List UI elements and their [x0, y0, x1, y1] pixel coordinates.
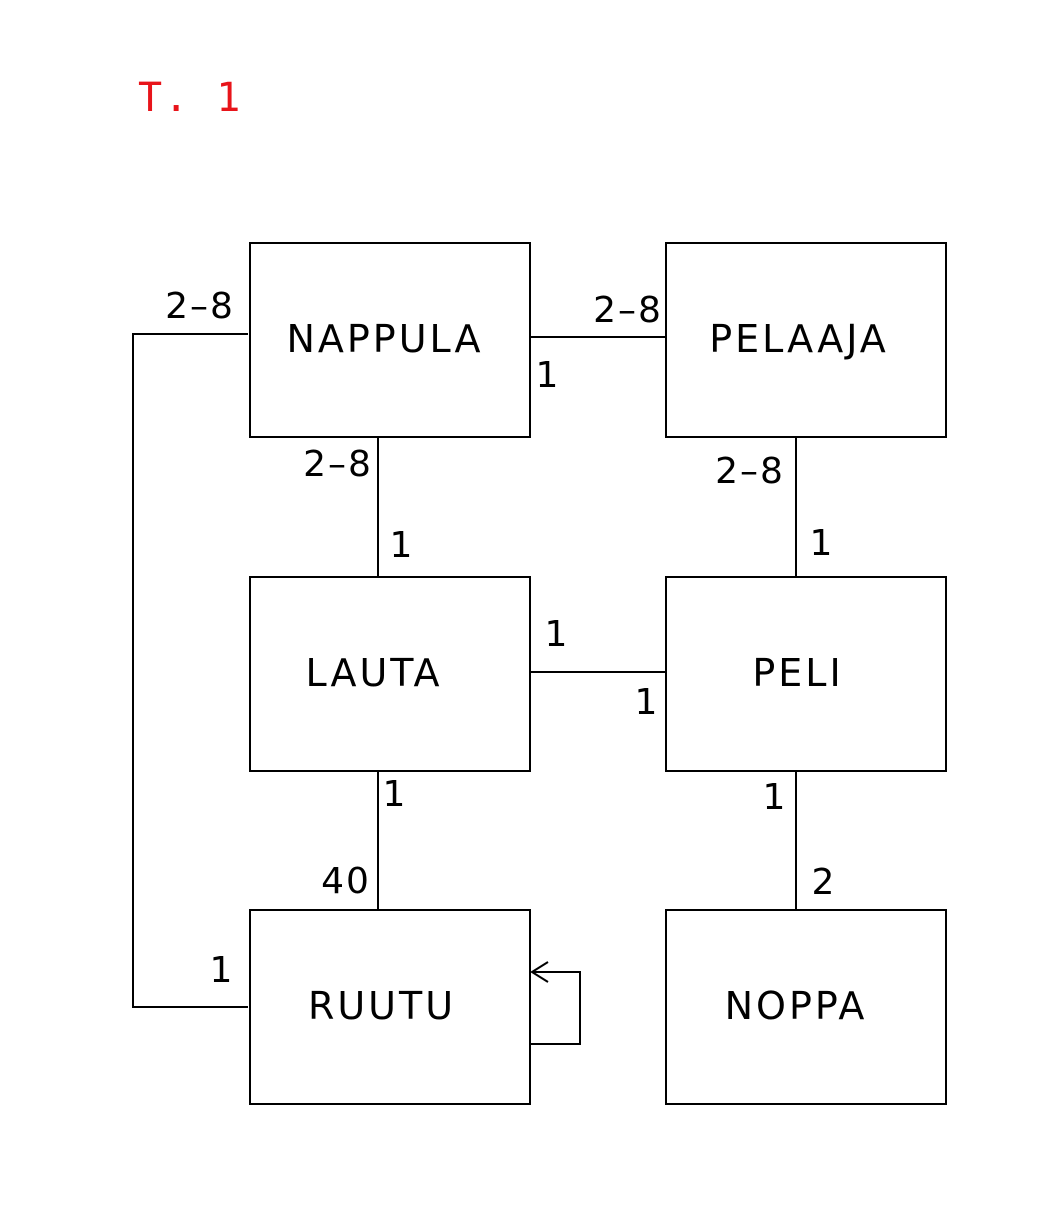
- mult-nappula-ruutu-near-nappula: 2–8: [165, 286, 235, 327]
- box-peli: PELI: [665, 576, 947, 772]
- box-ruutu: RUUTU: [249, 909, 531, 1105]
- box-pelaaja: PELAAJA: [665, 242, 947, 438]
- mult-nappula-lauta-near-lauta: 1: [390, 525, 415, 566]
- mult-pelaaja-peli-near-peli: 1: [810, 523, 835, 564]
- mult-nappula-pelaaja-near-pelaaja: 2–8: [593, 290, 663, 331]
- mult-nappula-ruutu-near-ruutu: 1: [210, 950, 235, 991]
- box-label-pelaaja: PELAAJA: [709, 317, 889, 361]
- assoc-nappula-ruutu: [132, 333, 248, 1008]
- box-noppa: NOPPA: [665, 909, 947, 1105]
- mult-peli-noppa-near-noppa: 2: [812, 862, 837, 903]
- self-assoc-arrowhead-icon: [530, 961, 549, 983]
- box-lauta: LAUTA: [249, 576, 531, 772]
- box-label-peli: PELI: [752, 651, 843, 695]
- box-label-nappula: NAPPULA: [286, 317, 483, 361]
- box-label-lauta: LAUTA: [305, 651, 442, 695]
- mult-nappula-pelaaja-near-nappula: 1: [536, 355, 561, 396]
- box-label-ruutu: RUUTU: [308, 984, 456, 1028]
- mult-lauta-ruutu-near-lauta: 1: [383, 774, 408, 815]
- assoc-ruutu-self: [530, 971, 581, 1045]
- mult-lauta-peli-near-peli: 1: [635, 682, 660, 723]
- multiplicity-labels: 2–8 1 2–8 1 2–8 1 2–8 1 1 1 1 40 1 2: [165, 286, 837, 991]
- associations: [132, 333, 797, 1045]
- mult-lauta-peli-near-lauta: 1: [545, 614, 570, 655]
- diagram-title: T. 1: [138, 75, 243, 121]
- box-label-noppa: NOPPA: [725, 984, 868, 1028]
- box-nappula: NAPPULA: [249, 242, 531, 438]
- mult-nappula-lauta-near-nappula: 2–8: [303, 444, 373, 485]
- mult-lauta-ruutu-near-ruutu: 40: [321, 861, 371, 902]
- mult-pelaaja-peli-near-pelaaja: 2–8: [715, 451, 785, 492]
- mult-peli-noppa-near-peli: 1: [763, 777, 788, 818]
